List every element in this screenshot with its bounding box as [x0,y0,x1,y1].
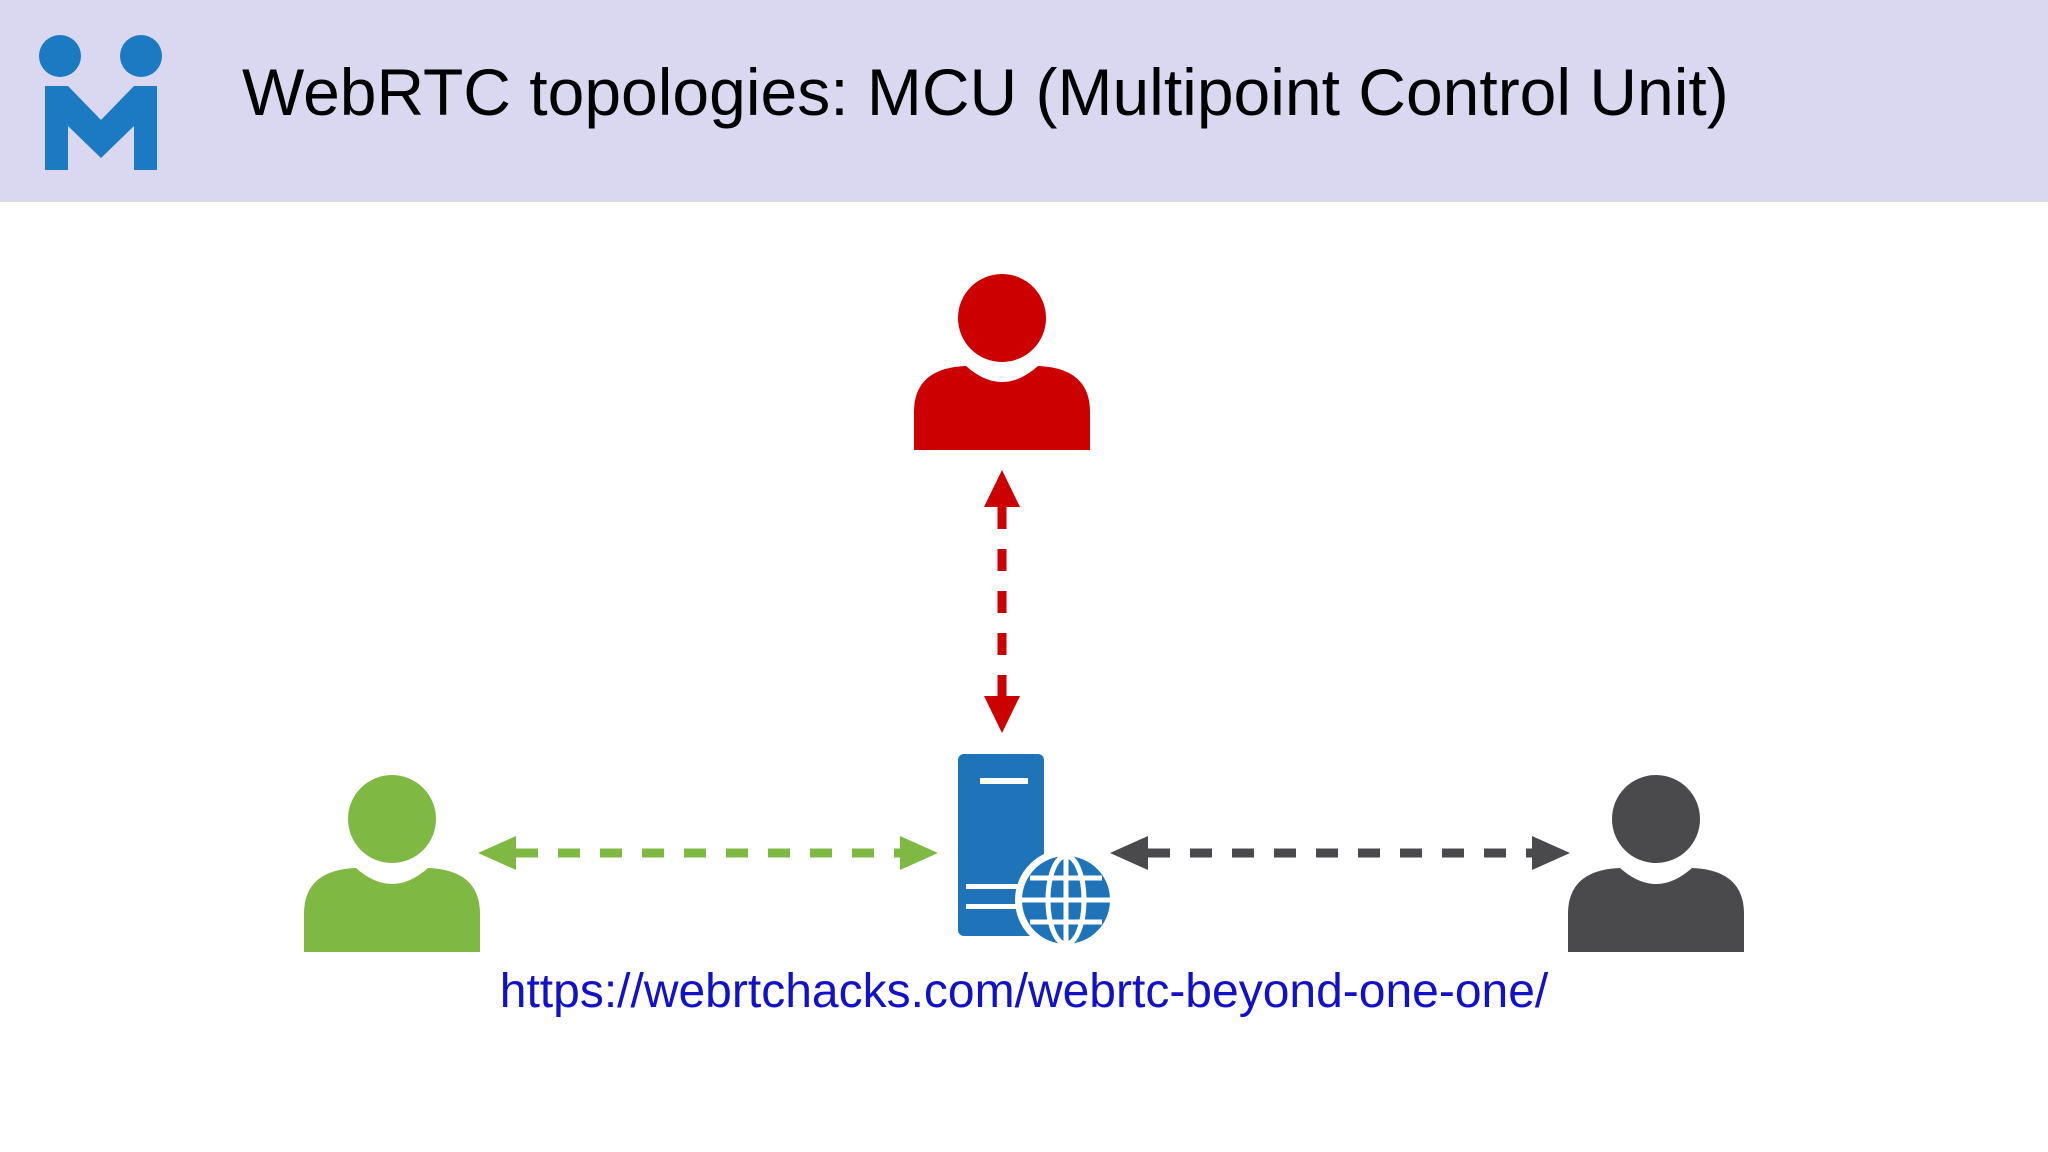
user-icon [914,274,1090,450]
organization-logo-icon [39,35,162,170]
title-bar: WebRTC topologies: MCU (Multipoint Contr… [0,0,2048,202]
green-connection-arrow [478,836,938,870]
web-server-icon [958,754,1117,951]
user-icon [1568,775,1744,952]
user-icon [304,775,480,952]
page-title: WebRTC topologies: MCU (Multipoint Contr… [242,55,1729,129]
red-connection-arrow [984,470,1020,733]
source-link[interactable]: https://webrtchacks.com/webrtc-beyond-on… [499,965,1549,1018]
mcu-topology-diagram [304,274,1744,952]
gray-connection-arrow [1110,836,1570,870]
